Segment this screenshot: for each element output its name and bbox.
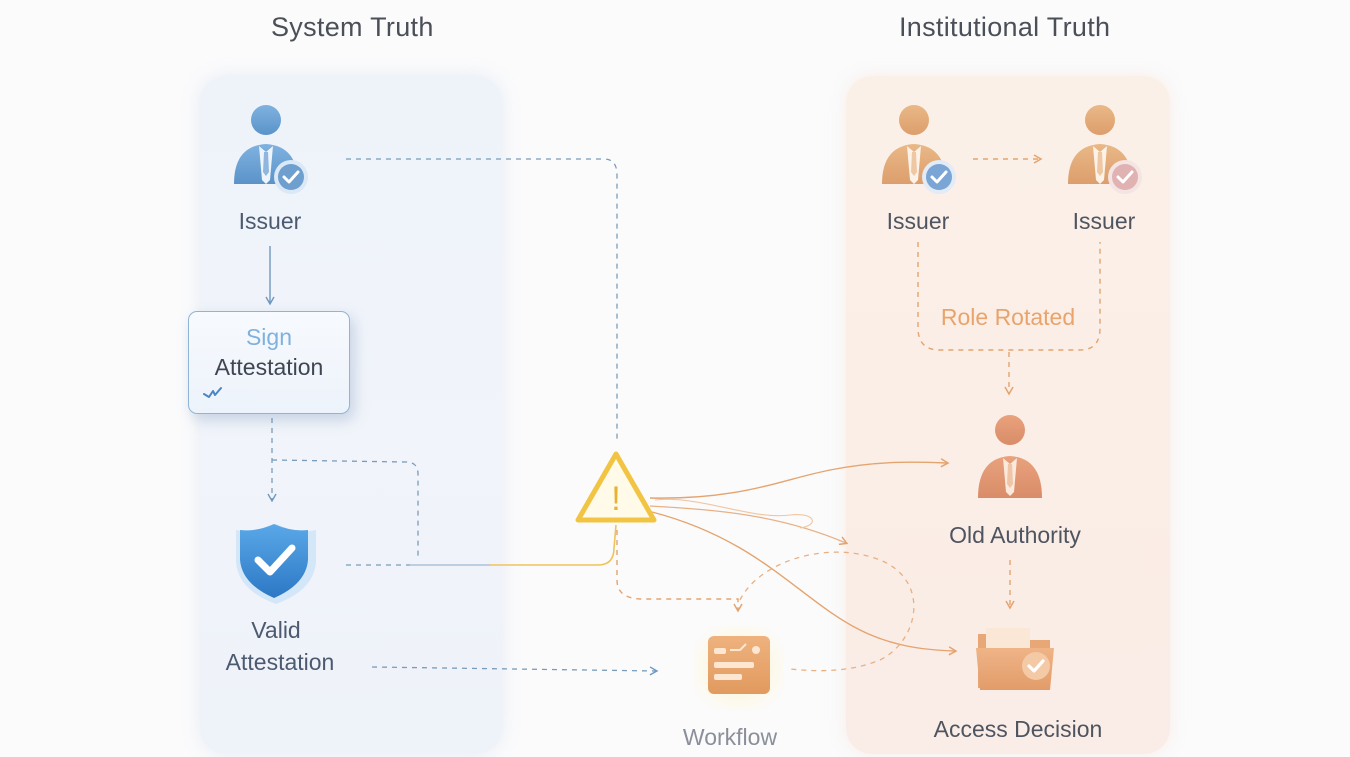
role-rotation-bracket [917,242,1101,351]
valid-to-warning-line [490,524,617,566]
warning-triangle-icon: ! [575,451,657,523]
verified-badge-icon [274,160,308,194]
warning-to-workflow-arrow [616,530,743,613]
sign-attestation-box: Sign Attestation [188,311,350,414]
workflow-loop-curve [739,551,915,672]
institution-issuer-a-label: Issuer [886,208,950,234]
verified-badge-icon [922,160,956,194]
warning-to-access-curve [651,511,958,656]
system-truth-title: System Truth [271,12,434,42]
system-truth-panel [200,76,502,754]
signature-icon [203,387,222,398]
institution-issuer-b-label: Issuer [1072,208,1136,234]
revoked-badge-icon [1108,160,1142,194]
institutional-truth-title: Institutional Truth [899,12,1111,42]
sign-label: Sign [245,324,293,350]
shield-check-icon [236,524,316,604]
access-decision-label: Access Decision [933,716,1103,742]
institution-issuer-a-icon [882,105,946,184]
old-authority-label: Old Authority [949,522,1081,548]
workflow-label: Workflow [682,724,778,750]
valid-label: Valid [251,617,301,643]
warning-to-panel-curve [649,505,849,546]
role-rotated-label: Role Rotated [940,304,1076,330]
warning-to-old-authority-curve [649,458,950,499]
workflow-document-icon [694,626,784,710]
warning-minor-curve [654,498,813,529]
warning-glyph: ! [611,480,620,518]
folder-check-icon [976,628,1054,690]
attestation-label: Attestation [214,354,324,380]
sign-to-warning-dashed [271,459,419,560]
system-issuer-label: Issuer [238,208,302,234]
valid-attestation-label: Attestation [225,649,335,675]
old-authority-icon [978,415,1042,498]
issuer-to-warning-dashed [346,158,618,440]
valid-to-workflow-arrow [371,666,659,676]
